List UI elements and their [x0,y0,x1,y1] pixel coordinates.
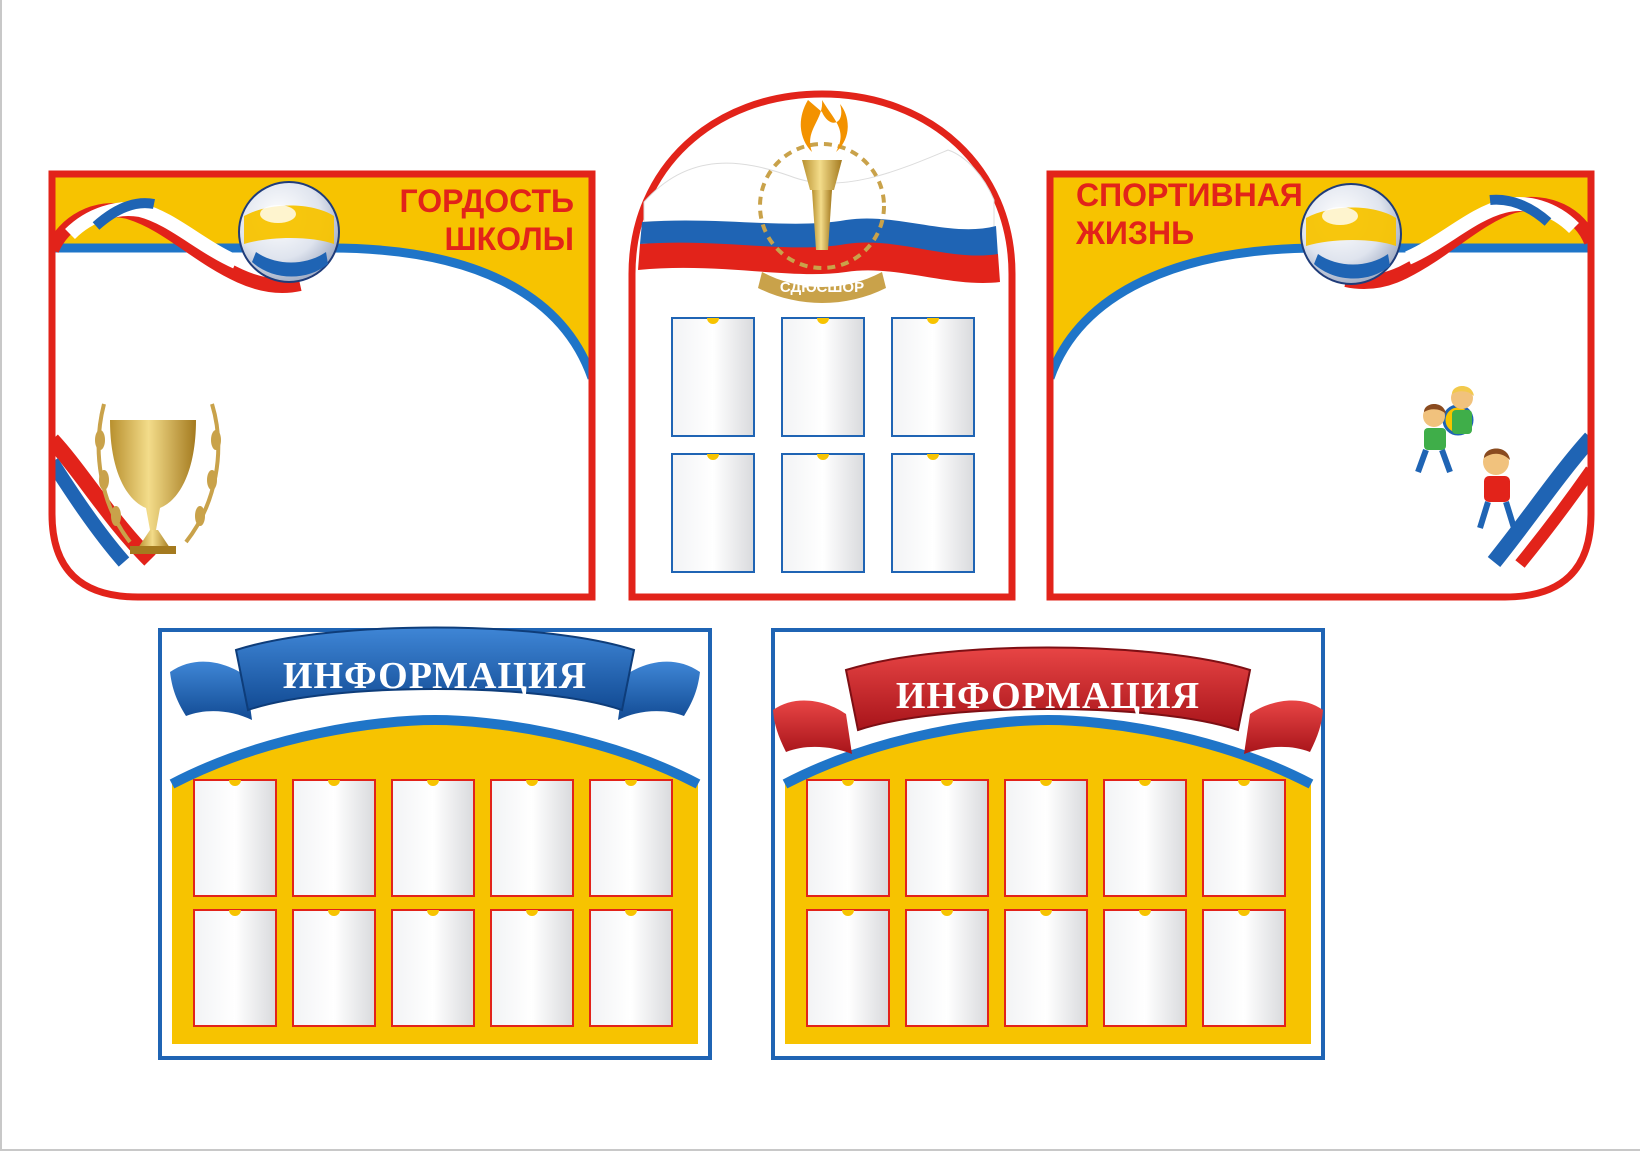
document-pocket [671,317,755,437]
pocket-notch [941,910,953,916]
pocket-notch [707,318,719,324]
document-pocket [905,909,989,1027]
trophy-cup-icon [110,420,196,554]
document-pocket [781,453,865,573]
document-pocket [1103,779,1187,897]
document-pocket [1004,909,1088,1027]
document-pocket [193,779,277,897]
document-pocket [391,909,475,1027]
emblem-ribbon: СДЮСШОР [758,272,886,303]
pocket-notch [427,910,439,916]
pocket-notch [427,780,439,786]
panel-title-line2: ШКОЛЫ [444,221,574,257]
document-pocket [589,779,673,897]
pocket-notch [1238,910,1250,916]
pocket-notch [1139,780,1151,786]
pocket-notch [625,780,637,786]
banner-ribbon-red: ИНФОРМАЦИЯ [773,646,1323,754]
panel-sport-life: СПОРТИВНАЯ ЖИЗНЬ [1046,170,1595,601]
pocket-grid [671,317,975,573]
document-pocket [292,909,376,1027]
laurel-wreath-icon [95,403,221,544]
document-pocket [589,909,673,1027]
pocket-notch [625,910,637,916]
pocket-notch [526,780,538,786]
pocket-notch [1238,780,1250,786]
panel-center-arched: СДЮСШОР [628,90,1016,601]
emblem-label: СДЮСШОР [780,279,864,296]
document-pocket [490,779,574,897]
pocket-notch [1139,910,1151,916]
panel-title-line1: ГОРДОСТЬ [400,183,574,219]
pocket-notch [707,454,719,460]
document-pocket [1004,779,1088,897]
document-pocket [193,909,277,1027]
pocket-notch [328,910,340,916]
pocket-notch [842,780,854,786]
document-pocket [490,909,574,1027]
document-pocket [781,317,865,437]
pocket-grid [806,779,1286,1027]
banner-title: ИНФОРМАЦИЯ [896,675,1200,717]
banner-ribbon-blue: ИНФОРМАЦИЯ [170,626,700,720]
pocket-notch [526,910,538,916]
document-pocket [1103,909,1187,1027]
pocket-notch [328,780,340,786]
document-pocket [671,453,755,573]
document-pocket [292,779,376,897]
banner-title: ИНФОРМАЦИЯ [283,655,587,697]
panel-school-pride: ГОРДОСТЬ ШКОЛЫ [48,170,596,601]
panel-title-line2: ЖИЗНЬ [1075,215,1194,251]
pocket-notch [927,318,939,324]
document-pocket [806,909,890,1027]
document-pocket [905,779,989,897]
pocket-notch [927,454,939,460]
panel-info-red: ИНФОРМАЦИЯ [771,628,1325,1060]
document-pocket [891,453,975,573]
document-pocket [1202,909,1286,1027]
document-pocket [806,779,890,897]
torch-icon [800,100,848,250]
pocket-notch [229,780,241,786]
document-pocket [1202,779,1286,897]
pocket-grid [193,779,673,1027]
pocket-notch [842,910,854,916]
pocket-notch [817,318,829,324]
document-pocket [391,779,475,897]
pocket-notch [1040,910,1052,916]
document-pocket [891,317,975,437]
panel-title-line1: СПОРТИВНАЯ [1076,177,1303,213]
panel-info-blue: ИНФОРМАЦИЯ [158,626,712,1060]
kids-playing-ball-illustration [1415,386,1517,529]
laurel-wreath-icon [758,142,886,270]
pocket-notch [817,454,829,460]
volleyball-icon [1300,183,1402,285]
volleyball-icon [238,181,340,283]
pocket-notch [1040,780,1052,786]
pocket-notch [229,910,241,916]
pocket-notch [941,780,953,786]
